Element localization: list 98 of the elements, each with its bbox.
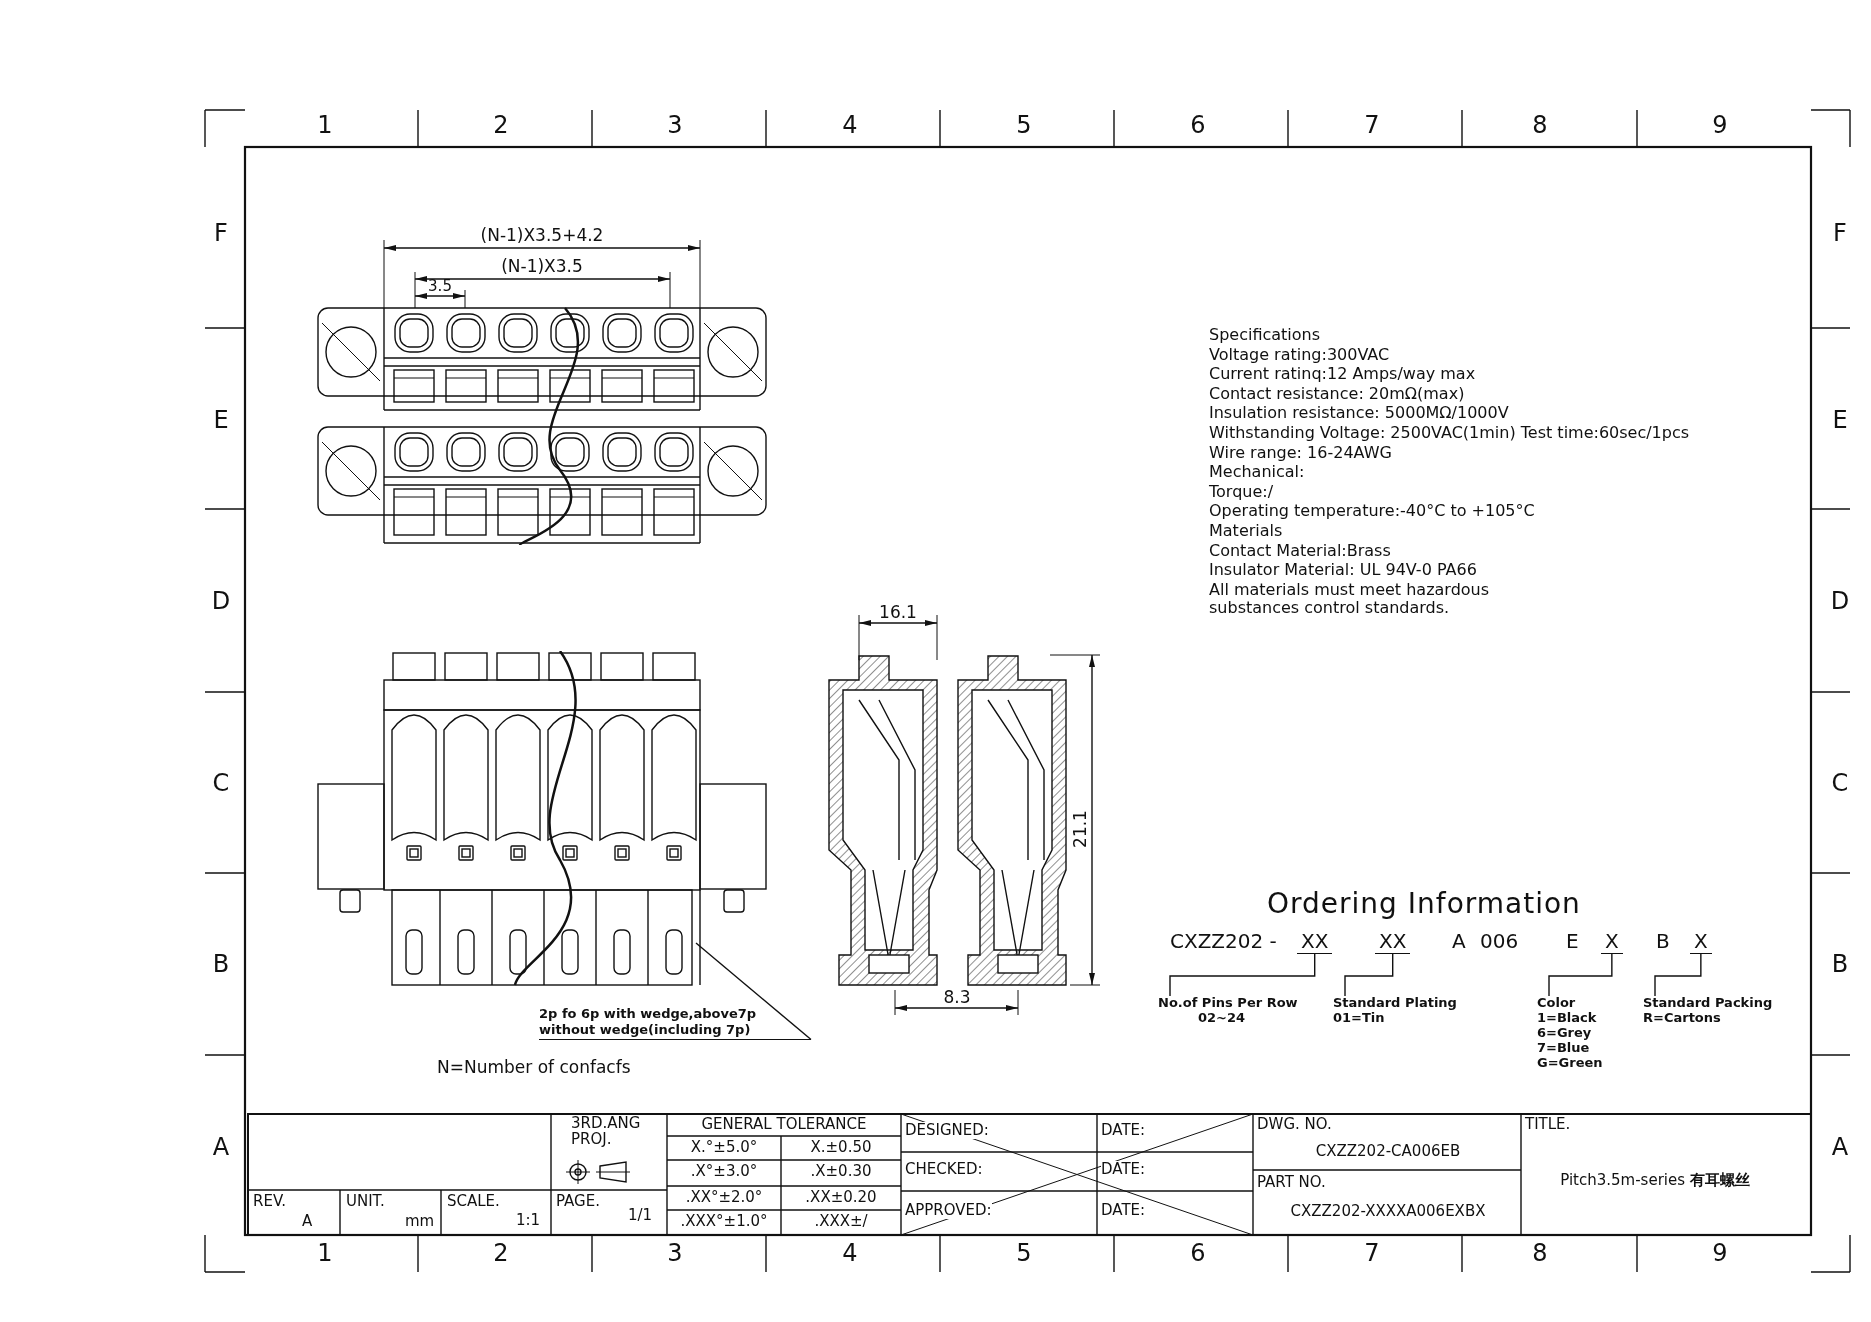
tolerance-value: .XXX±/ bbox=[814, 1213, 868, 1231]
grid-reference-number: 5 bbox=[1016, 1240, 1032, 1268]
grid-reference-letter: F bbox=[1833, 220, 1847, 248]
field-value: 1/1 bbox=[628, 1207, 653, 1225]
grid-reference-number: 8 bbox=[1532, 1240, 1548, 1268]
option-value: 1=Black bbox=[1537, 1010, 1598, 1026]
specification-text: Insulator Material: UL 94V-0 PA66 bbox=[1209, 561, 1477, 580]
grid-reference-number: 3 bbox=[667, 112, 683, 140]
option-heading: Standard Plating bbox=[1333, 996, 1457, 1011]
grid-reference-letter: C bbox=[1831, 770, 1849, 798]
option-heading: Color bbox=[1537, 996, 1577, 1011]
option-value: 01=Tin bbox=[1333, 1010, 1386, 1026]
grid-reference-number: 5 bbox=[1016, 112, 1032, 140]
part-code-text: 006 bbox=[1480, 930, 1519, 953]
grid-reference-number: 6 bbox=[1190, 112, 1206, 140]
leader-line bbox=[1654, 953, 1702, 997]
grid-reference-number: 4 bbox=[842, 1240, 858, 1268]
part-code-text: E bbox=[1566, 930, 1579, 953]
table-header: GENERAL TOLERANCE bbox=[701, 1116, 867, 1134]
specification-text: Contact Material:Brass bbox=[1209, 541, 1391, 560]
grid-reference-number: 6 bbox=[1190, 1240, 1206, 1268]
grid-reference-number: 1 bbox=[317, 1240, 333, 1268]
specification-text: Materials bbox=[1209, 522, 1283, 541]
specification-text: All materials must meet hazardous substances control standards. bbox=[1209, 580, 1491, 618]
drawing-number: CXZZ202-CA006EB bbox=[1315, 1143, 1461, 1161]
field-value: A bbox=[302, 1213, 313, 1231]
grid-reference-number: 3 bbox=[667, 1240, 683, 1268]
dimension-value: (N-1)X3.5 bbox=[501, 257, 583, 277]
option-value: R=Cartons bbox=[1643, 1010, 1721, 1026]
fill-in-line: XX bbox=[1375, 930, 1411, 954]
drawing-title: Pitch3.5m-series 有耳螺丝 bbox=[1560, 1172, 1750, 1190]
leader-line bbox=[695, 942, 812, 1041]
field-label: DESIGNED: bbox=[905, 1122, 989, 1140]
specification-text: Insulation resistance: 5000MΩ/1000V bbox=[1209, 404, 1509, 423]
field-label: APPROVED: bbox=[905, 1202, 992, 1220]
leader-line bbox=[1169, 953, 1316, 997]
grid-reference-number: 2 bbox=[493, 1240, 509, 1268]
specification-text: Withstanding Voltage: 2500VAC(1min) Test time:60sec/1pcs bbox=[1209, 424, 1690, 443]
part-code-text: A bbox=[1452, 930, 1466, 953]
grid-reference-letter: A bbox=[212, 1134, 230, 1162]
option-heading: Standard Packing bbox=[1643, 996, 1773, 1011]
section-heading: Specifications bbox=[1209, 326, 1321, 345]
specification-text: Mechanical: bbox=[1209, 463, 1305, 482]
grid-reference-letter: B bbox=[1831, 951, 1849, 979]
part-code-text: B bbox=[1656, 930, 1670, 953]
part-code-text: CXZZ202 - bbox=[1170, 930, 1277, 953]
note-text: N=Number of confacfs bbox=[437, 1058, 631, 1078]
grid-reference-number: 9 bbox=[1712, 112, 1728, 140]
tolerance-value: .X°±3.0° bbox=[690, 1163, 758, 1181]
grid-reference-letter: B bbox=[212, 951, 230, 979]
grid-reference-number: 1 bbox=[317, 112, 333, 140]
leader-line bbox=[1548, 953, 1613, 997]
grid-reference-letter: F bbox=[214, 220, 228, 248]
grid-reference-number: 7 bbox=[1364, 112, 1380, 140]
option-value: G=Green bbox=[1537, 1055, 1603, 1071]
tolerance-value: .XX°±2.0° bbox=[685, 1189, 763, 1207]
tolerance-value: .XX±0.20 bbox=[805, 1189, 877, 1207]
grid-reference-number: 9 bbox=[1712, 1240, 1728, 1268]
grid-reference-letter: E bbox=[1832, 407, 1848, 435]
specification-text: Current ratinq:12 Amps/way max bbox=[1209, 365, 1476, 384]
part-number: CXZZ202-XXXXA006EXBX bbox=[1290, 1203, 1486, 1221]
field-value: 1:1 bbox=[516, 1212, 541, 1230]
specification-text: Torque:/ bbox=[1209, 482, 1274, 502]
connector-front-view-drawing bbox=[316, 651, 768, 987]
grid-reference-letter: E bbox=[213, 407, 229, 435]
grid-reference-letter: D bbox=[1830, 588, 1850, 616]
grid-reference-number: 7 bbox=[1364, 1240, 1380, 1268]
grid-reference-letter: A bbox=[1831, 1134, 1849, 1162]
grid-reference-number: 8 bbox=[1532, 112, 1548, 140]
tolerance-value: .X±0.30 bbox=[810, 1163, 872, 1181]
dimension-value: 8.3 bbox=[943, 988, 971, 1008]
tolerance-value: X.°±5.0° bbox=[690, 1139, 758, 1157]
leader-line bbox=[1344, 953, 1394, 997]
fill-in-line: X bbox=[1601, 930, 1623, 954]
specification-text: Wire range: 16-24AWG bbox=[1209, 443, 1392, 462]
field-value: mm bbox=[405, 1213, 435, 1231]
specification-text: Contact resistance: 20mΩ(max) bbox=[1209, 384, 1465, 404]
specification-text: Operating temperature:-40°C to +105°C bbox=[1209, 502, 1535, 521]
projection-label: 3RD.ANG PROJ. bbox=[571, 1116, 642, 1148]
grid-reference-letter: D bbox=[211, 588, 231, 616]
dimension-value: 3.5 bbox=[428, 278, 452, 296]
option-value: 7=Blue bbox=[1537, 1040, 1590, 1056]
option-value: 02~24 bbox=[1197, 1010, 1247, 1026]
option-value: 6=Grey bbox=[1537, 1025, 1593, 1041]
fill-in-line: XX bbox=[1297, 930, 1333, 954]
section-heading: Ordering Information bbox=[1267, 888, 1581, 921]
tolerance-value: .XXX°±1.0° bbox=[680, 1213, 768, 1231]
option-heading: No.of Pins Per Row bbox=[1158, 996, 1298, 1011]
fill-in-line: X bbox=[1690, 930, 1712, 954]
grid-reference-letter: C bbox=[212, 770, 230, 798]
grid-reference-number: 4 bbox=[842, 112, 858, 140]
grid-reference-number: 2 bbox=[493, 112, 509, 140]
dimension-value: 16.1 bbox=[879, 603, 917, 623]
note-text: 2p fo 6p with wedge,above7p without wedge(including 7p) bbox=[539, 1006, 811, 1040]
dimension-value: (N-1)X3.5+4.2 bbox=[480, 226, 604, 246]
specification-text: Voltage rating:300VAC bbox=[1209, 345, 1390, 364]
tolerance-value: X.±0.50 bbox=[810, 1139, 872, 1157]
dimension-value: 21.1 bbox=[1071, 810, 1091, 848]
